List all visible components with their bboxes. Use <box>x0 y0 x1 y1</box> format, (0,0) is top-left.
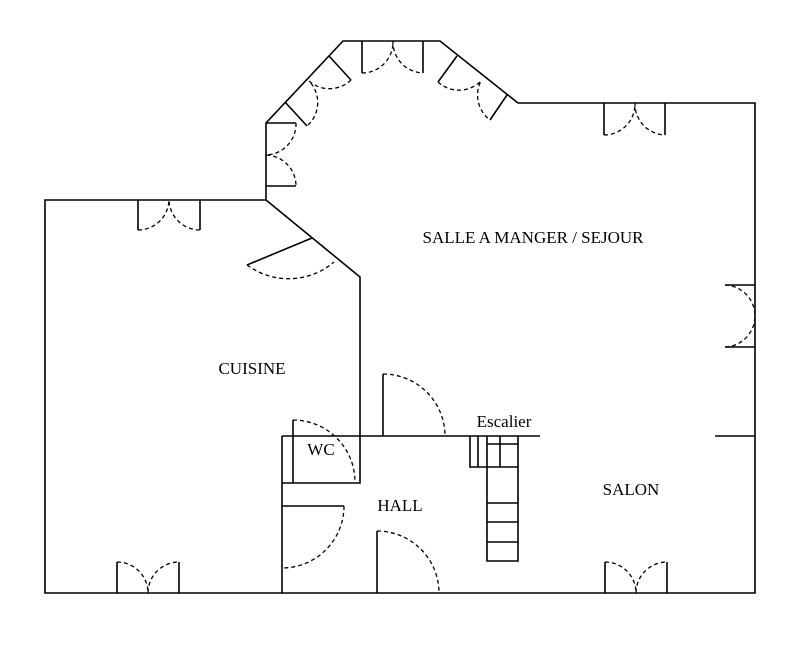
windows <box>116 40 756 594</box>
room-labels: SALLE A MANGER / SEJOUR CUISINE WC HALL … <box>218 228 659 515</box>
label-hall: HALL <box>377 496 422 515</box>
label-salle-a-manger: SALLE A MANGER / SEJOUR <box>422 228 644 247</box>
walls <box>44 40 756 594</box>
label-escalier: Escalier <box>477 412 532 431</box>
label-wc: WC <box>307 440 334 459</box>
label-cuisine: CUISINE <box>218 359 285 378</box>
label-salon: SALON <box>603 480 660 499</box>
doors <box>246 237 446 594</box>
staircase <box>469 436 519 562</box>
